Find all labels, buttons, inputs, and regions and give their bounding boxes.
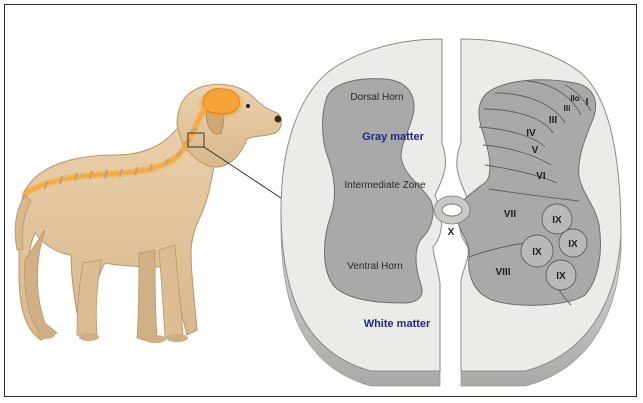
spinal-cord-figure: Dorsal Horn Gray matter Intermediate Zon… xyxy=(5,5,637,397)
lamina-vi-label: VI xyxy=(536,171,546,182)
brain xyxy=(203,89,239,114)
gray-matter-right xyxy=(457,80,600,305)
intermediate-zone-label: Intermediate Zone xyxy=(344,180,426,191)
lamina-v-label: V xyxy=(532,145,539,156)
dog-nose xyxy=(275,116,282,123)
lamina-iii-label: IIi xyxy=(564,104,571,113)
dog-paw xyxy=(166,334,188,342)
dog-paw xyxy=(144,335,166,343)
lamina-iio-label: IIo xyxy=(570,94,579,103)
lamina-viii-label: VIII xyxy=(495,267,510,278)
lamina-ix-label: IX xyxy=(532,247,542,258)
ventral-horn-label: Ventral Horn xyxy=(347,261,403,272)
lamina-ix-label: IX xyxy=(552,215,562,226)
lamina-ix-label: IX xyxy=(568,239,578,250)
lamina-ix-label: IX xyxy=(556,271,566,282)
dorsal-horn-label: Dorsal Horn xyxy=(350,92,403,103)
lamina-x-label: X xyxy=(448,227,455,238)
central-canal xyxy=(442,204,462,216)
callout-line xyxy=(204,147,293,206)
dog-front-leg xyxy=(137,250,157,341)
gray-matter-label: Gray matter xyxy=(362,131,424,143)
dog-paw xyxy=(79,333,99,341)
lamina-vii-label: VII xyxy=(504,209,516,220)
dog-illustration xyxy=(15,84,281,343)
cross-section: Dorsal Horn Gray matter Intermediate Zon… xyxy=(281,39,621,386)
dog-eye xyxy=(246,104,250,108)
dog-paw xyxy=(35,331,55,339)
lamina-iv-label: IV xyxy=(526,128,536,139)
white-matter-label: White matter xyxy=(364,318,431,330)
figure-frame: Dorsal Horn Gray matter Intermediate Zon… xyxy=(4,4,637,397)
lamina-iii-label-main: III xyxy=(549,115,558,126)
lamina-i-label: I xyxy=(586,97,589,108)
